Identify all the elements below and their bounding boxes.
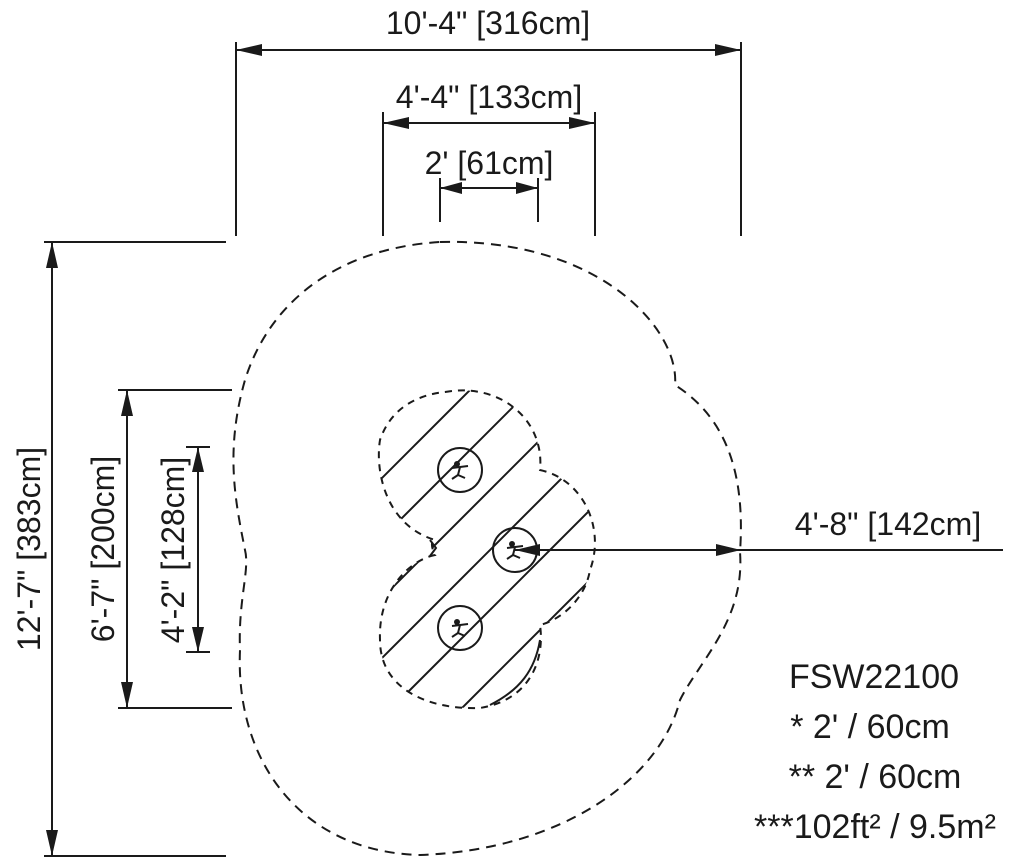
dim-deck-width: 4'-4" [133cm] <box>382 79 596 236</box>
spinner-3 <box>437 605 483 651</box>
note-2: ** 2' / 60cm <box>789 758 962 796</box>
side-clearance-label: 4'-8" [142cm] <box>795 506 981 542</box>
model-number: FSW22100 <box>789 658 959 696</box>
spinner-icon <box>506 541 524 560</box>
spinner-icon <box>451 461 469 480</box>
spinner-1 <box>437 447 483 493</box>
dim-side-clearance: 4'-8" [142cm] <box>515 506 1003 556</box>
overall-length-label: 12'-7" [383cm] <box>11 447 47 651</box>
inner-width-label: 2' [61cm] <box>425 145 554 181</box>
dim-inner-length: 4'-2" [128cm] <box>155 446 210 653</box>
use-zone-outline <box>232 240 742 857</box>
deck-notch <box>429 539 438 557</box>
dim-inner-width: 2' [61cm] <box>425 145 554 222</box>
info-block: FSW22100 * 2' / 60cm ** 2' / 60cm ***102… <box>754 658 996 846</box>
spinner-icon <box>451 619 469 638</box>
area-note: ***102ft² / 9.5m² <box>754 808 996 846</box>
deck-width-label: 4'-4" [133cm] <box>396 79 582 115</box>
dim-deck-length: 6'-7" [200cm] <box>85 389 232 709</box>
deck-length-label: 6'-7" [200cm] <box>85 456 121 642</box>
slide-curve <box>489 639 541 706</box>
inner-length-label: 4'-2" [128cm] <box>155 457 191 643</box>
overall-width-label: 10'-4" [316cm] <box>386 5 590 41</box>
note-1: * 2' / 60cm <box>790 708 950 746</box>
dim-overall-width: 10'-4" [316cm] <box>235 5 742 236</box>
dim-overall-length: 12'-7" [383cm] <box>11 241 226 857</box>
deck-outline <box>377 389 596 710</box>
